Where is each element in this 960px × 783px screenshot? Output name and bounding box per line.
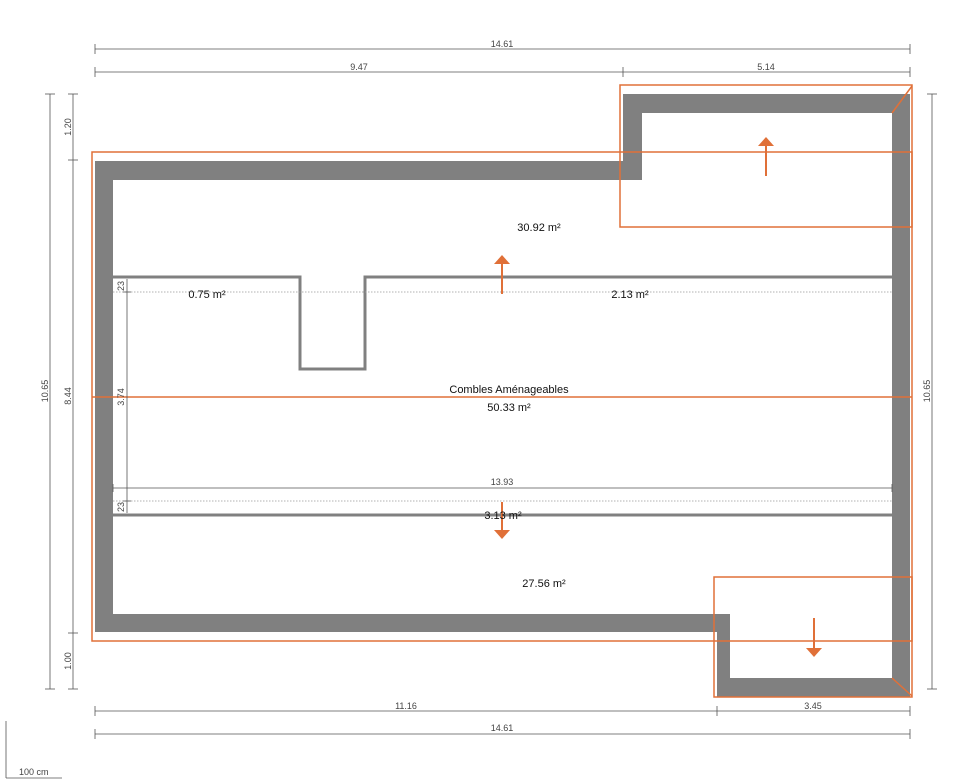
dimension-inner-height: 23 3.74 23 (116, 279, 131, 513)
dimension-right-total: 10.65 (922, 93, 937, 690)
dimension-left-split: 1.20 8.44 1.00 (63, 93, 78, 690)
dimension-label: 5.14 (757, 62, 775, 72)
area-label-right-small: 2.13 m² (611, 289, 649, 301)
knee-wall-lines (113, 291, 892, 502)
dimension-label: 23 (116, 281, 126, 291)
dimension-left-total: 10.65 (40, 93, 55, 690)
dimension-label: 23 (116, 502, 126, 512)
area-label-top-zone: 30.92 m² (517, 222, 561, 234)
area-label-lower-strip: 3.13 m² (484, 510, 522, 522)
slope-arrow-down-icon (806, 618, 822, 657)
roof-outlines (91, 84, 913, 698)
dimension-label: 14.61 (491, 39, 514, 49)
slope-arrow-up-icon (758, 137, 774, 176)
dimension-top-split: 9.47 5.14 (94, 62, 911, 77)
dimension-label: 3.45 (804, 701, 822, 711)
dimension-label: 13.93 (491, 477, 514, 487)
area-label-left-small: 0.75 m² (188, 289, 226, 301)
area-label-room: 50.33 m² (487, 402, 531, 414)
dimension-label: 14.61 (491, 723, 514, 733)
scale-bar: 100 cm (5, 721, 62, 779)
dimension-bottom-split: 11.16 3.45 (94, 701, 911, 716)
dimension-label: 10.65 (40, 380, 50, 403)
area-label-bottom-zone: 27.56 m² (522, 578, 566, 590)
dimension-label: 1.00 (63, 652, 73, 670)
dimension-label: 3.74 (116, 388, 126, 406)
scale-label: 100 cm (19, 767, 49, 777)
slope-arrow-up-icon (494, 255, 510, 294)
dimension-label: 8.44 (63, 387, 73, 405)
slope-arrow-down-icon (494, 502, 510, 539)
dimension-label: 1.20 (63, 118, 73, 136)
dimension-inner-width: 13.93 (112, 477, 893, 492)
dimension-top-total: 14.61 (94, 39, 911, 54)
dimension-label: 10.65 (922, 380, 932, 403)
dimension-label: 11.16 (395, 701, 417, 711)
room-name-label: Combles Aménageables (449, 384, 569, 396)
dimension-label: 9.47 (350, 62, 368, 72)
dimension-bottom-total: 14.61 (94, 723, 911, 739)
